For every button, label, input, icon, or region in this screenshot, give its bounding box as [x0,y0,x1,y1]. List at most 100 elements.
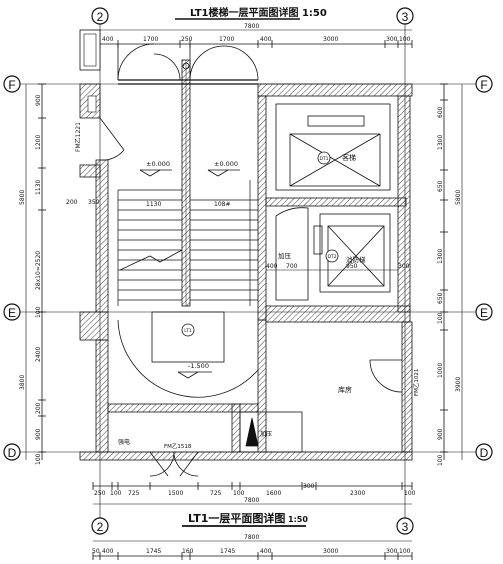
svg-text:28x10=2520: 28x10=2520 [35,251,42,290]
grid-bubble-D-right: D [475,443,493,461]
svg-text:100: 100 [404,490,416,497]
left-dimension-chain: 900 1200 1130 5800 28x10=2520 200 350 10… [19,83,100,465]
level-marker-right: ±0.000 [207,160,240,177]
svg-text:D: D [480,446,489,460]
svg-text:300: 300 [303,483,315,490]
elevator-2 [319,213,391,293]
svg-text:1500: 1500 [168,490,183,497]
door-fm-label: FM乙1221 [75,122,82,152]
svg-text:1745: 1745 [146,548,161,555]
svg-text:650: 650 [437,292,444,304]
stair-landing [117,311,259,398]
svg-text:725: 725 [210,490,222,497]
grid-bubble-2-top: 2 [91,7,109,25]
svg-text:2300: 2300 [350,490,365,497]
svg-text:2400: 2400 [35,347,42,362]
svg-text:900: 900 [437,428,444,440]
svg-text:7800: 7800 [244,534,259,541]
svg-text:3000: 3000 [323,548,338,555]
svg-text:1745: 1745 [220,548,235,555]
inner-dim-2: 700 [286,263,298,270]
storage-door [369,359,403,393]
grid-bubble-2-bottom: 2 [91,517,109,535]
shaft [275,207,323,301]
svg-text:100: 100 [437,312,444,324]
svg-text:100: 100 [35,453,42,465]
bottom-dimension-chain-2: 7800 50 400 1745 160 1745 400 3000 300 1… [92,534,413,560]
svg-text:F: F [480,78,487,92]
svg-text:100: 100 [110,490,122,497]
svg-text:F: F [8,78,15,92]
top-title: LT1楼梯一层平面图详图 1:50 [190,6,327,19]
elevator-1-label: 客梯 [342,153,356,162]
svg-text:2: 2 [97,10,104,24]
grid-bubble-3-bottom: 3 [396,517,414,535]
stair-treads [117,180,258,306]
svg-text:E: E [480,306,488,320]
svg-text:3: 3 [402,10,409,24]
svg-text:5800: 5800 [19,190,26,205]
svg-text:650: 650 [437,180,444,192]
svg-text:300: 300 [386,36,398,43]
svg-text:250: 250 [94,490,106,497]
level-marker-left: ±0.000 [139,160,172,177]
svg-text:±0.000: ±0.000 [214,160,238,168]
svg-text:1000: 1000 [437,363,444,378]
svg-text:200: 200 [66,199,78,206]
svg-text:1300: 1300 [437,135,444,150]
svg-text:400: 400 [102,36,114,43]
svg-text:±0.000: ±0.000 [146,160,170,168]
inner-dim-1: 400 [266,263,278,270]
svg-text:400: 400 [102,548,114,555]
elevator-2-label: 消防梯 [346,255,366,264]
svg-text:E: E [8,306,16,320]
right-dimension-chain: 600 1300 650 5800 1300 650 100 3900 1000… [437,83,463,466]
svg-text:3000: 3000 [323,36,338,43]
svg-text:100: 100 [437,454,444,466]
svg-text:7800: 7800 [244,497,259,504]
svg-text:100: 100 [399,548,411,555]
svg-text:300: 300 [386,548,398,555]
walls [79,29,413,461]
top-doors [117,43,259,85]
svg-text:1130: 1130 [35,180,42,195]
grid-bubble-E-right: E [475,303,493,321]
bottom-doors [149,451,199,477]
handrail-end [182,62,190,70]
stair-code-right: 108# [214,201,230,208]
lt1-tag: LT1 [184,328,192,334]
svg-text:7800: 7800 [244,23,259,30]
svg-text:400: 400 [260,36,272,43]
bottom-title-scale: 1:50 [288,515,308,524]
svg-text:400: 400 [260,548,272,555]
grid-bubble-D-left: D [3,443,21,461]
svg-text:250: 250 [181,36,193,43]
svg-text:3900: 3900 [455,377,462,392]
inner-dim-3: 950 [346,263,358,270]
svg-text:D: D [8,446,17,460]
stair-code-left: 1130 [146,201,161,208]
svg-text:50: 50 [92,548,100,555]
electrical-room [239,411,303,453]
svg-text:350: 350 [88,199,100,206]
shaft-label: 加压 [278,251,292,260]
bottom-title: LT1一层平面图详图 [188,511,285,525]
svg-text:2: 2 [97,520,104,534]
svg-text:100: 100 [35,306,42,318]
svg-text:5800: 5800 [455,190,462,205]
grid-bubble-F-left: F [3,75,21,93]
svg-text:600: 600 [437,106,444,118]
grid-bubble-F-right: F [475,75,493,93]
svg-text:200: 200 [35,402,42,414]
svg-text:1700: 1700 [219,36,234,43]
elevator-1 [275,103,391,191]
svg-text:3800: 3800 [19,375,26,390]
svg-text:160: 160 [182,548,194,555]
landing-level: -1.500 [188,362,209,370]
svg-text:900: 900 [35,428,42,440]
svg-text:900: 900 [35,94,42,106]
storage-door-label: FM乙1021 [413,369,420,396]
svg-text:1600: 1600 [266,490,281,497]
weak-elec-label: 加压 [260,430,272,438]
